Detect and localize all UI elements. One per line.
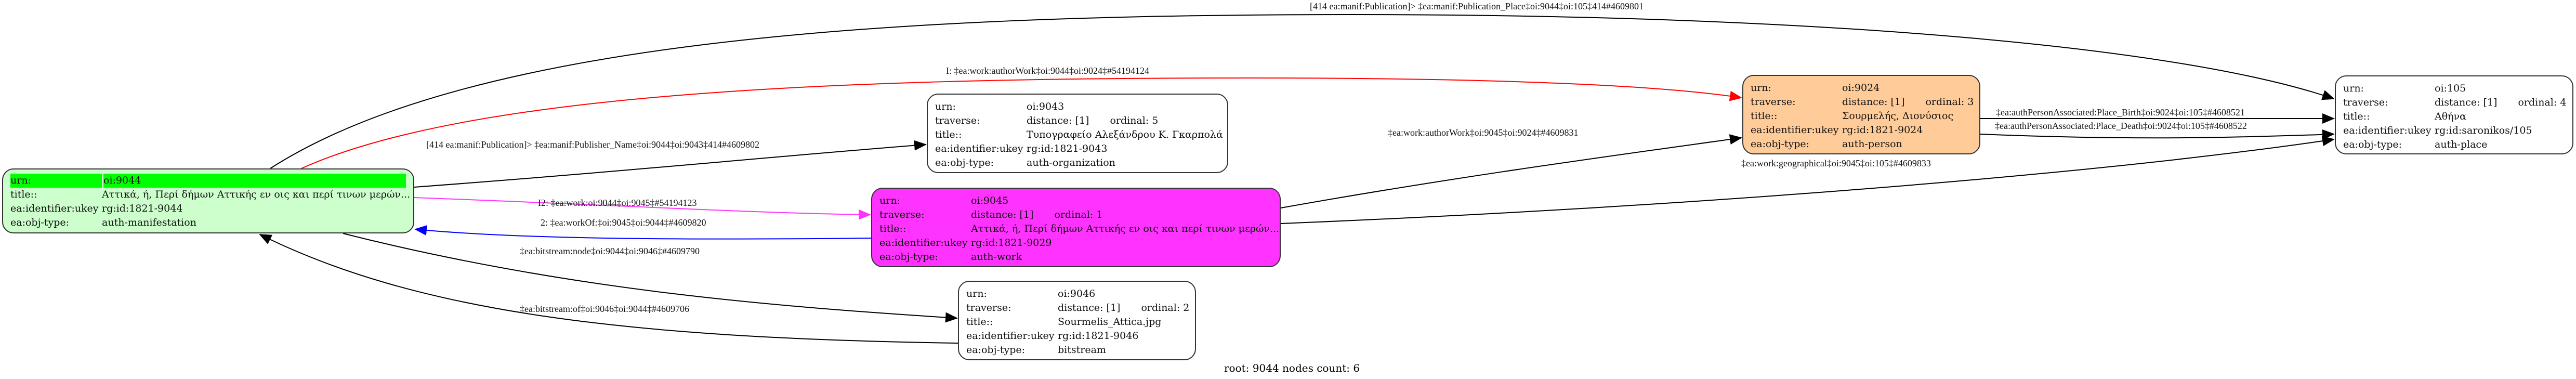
node-row-type: ea:obj-type:bitstream <box>966 344 1106 356</box>
node-row-traverse: traverse:distance: [1]ordinal: 2 <box>966 302 1190 313</box>
node-row-traverse: traverse:distance: [1]ordinal: 1 <box>879 209 1103 220</box>
edge-bitstream-node <box>343 233 958 323</box>
node-9045[interactable]: urn:oi:9045 traverse:distance: [1]ordina… <box>871 188 1281 267</box>
node-9043[interactable]: urn:oi:9043 traverse:distance: [1]ordina… <box>927 94 1228 173</box>
node-row-traverse: traverse:distance: [1]ordinal: 4 <box>2343 97 2567 108</box>
node-9046[interactable]: urn:oi:9046 traverse:distance: [1]ordina… <box>958 281 1196 360</box>
node-9024[interactable]: urn:oi:9024 traverse:distance: [1]ordina… <box>1742 75 1980 154</box>
edge-author-work-red <box>301 77 1742 169</box>
edge-label-work-9045: I2: ‡ea:work:oi:9044‡oi:9045‡#54194123 <box>538 198 697 208</box>
node-row-title: title::Τυπογραφείο Αλεξάνδρου Κ. Γκαρπολ… <box>935 129 1223 140</box>
edge-label-geographical: ‡ea:work:geographical‡oi:9045‡oi:105‡#46… <box>1741 158 1931 168</box>
edge-geographical <box>1280 136 2335 224</box>
edge-work-magenta <box>414 197 871 220</box>
edge-place-death <box>1980 129 2335 140</box>
edge-label-place-death: ‡ea:authPersonAssociated:Place_Death‡oi:… <box>1995 121 2247 131</box>
edge-label-author-work: I: ‡ea:work:authorWork‡oi:9044‡oi:9024‡#… <box>946 66 1149 76</box>
node-row-title: title::Αττικά, ή, Περί δήμων Αττικής εν … <box>10 189 411 200</box>
node-row-type: ea:obj-type:auth-person <box>1751 138 1902 150</box>
edge-label-work-of: 2: ‡ea:workOf:‡oi:9045‡oi:9044‡#4609820 <box>541 217 706 228</box>
node-row-urn: urn:oi:9024 <box>1751 82 1880 94</box>
edge-work-of-blue <box>414 225 872 240</box>
edge-publication-place <box>270 14 2335 169</box>
edge-label-publication-place: [414 ea:manif:Publication]> ‡ea:manif:Pu… <box>1310 1 1644 11</box>
node-row-title: title::Sourmelis_Attica.jpg <box>966 316 1162 328</box>
node-9044[interactable]: urn:oi:9044 title::Αττικά, ή, Περί δήμων… <box>2 168 414 233</box>
node-row-title: title::Αθήνα <box>2343 111 2466 122</box>
node-row-traverse: traverse:distance: [1]ordinal: 5 <box>935 115 1159 126</box>
edge-label-place-birth: ‡ea:authPersonAssociated:Place_Birth‡oi:… <box>1996 107 2245 117</box>
node-row-traverse: traverse:distance: [1]ordinal: 3 <box>1751 96 1974 108</box>
node-105[interactable]: urn:oi:105 traverse:distance: [1]ordinal… <box>2335 75 2573 154</box>
edge-label-bitstream-node: ‡ea:bitstream:node‡oi:9044‡oi:9046‡#4609… <box>520 246 700 256</box>
edge-publisher <box>414 140 927 188</box>
node-row-urn: urn:oi:9044 <box>10 174 406 188</box>
edge-label-author-work-9045: ‡ea:work:authorWork‡oi:9045‡oi:9024‡#460… <box>1388 127 1579 138</box>
node-row-urn: urn:oi:9045 <box>879 195 1009 206</box>
node-row-title: title::Σουρμελής, Διονύσιος <box>1751 110 1954 122</box>
node-row-type: ea:obj-type:auth-place <box>2343 139 2488 150</box>
edge-author-work-9045 <box>1280 134 1742 208</box>
graph-footer: root: 9044 nodes count: 6 <box>1224 362 1360 374</box>
node-row-urn: urn:oi:9043 <box>935 101 1064 112</box>
edge-label-publisher: [414 ea:manif:Publication]> ‡ea:manif:Pu… <box>426 139 760 150</box>
node-row-urn: urn:oi:9046 <box>966 288 1096 299</box>
node-row-type: ea:obj-type:auth-manifestation <box>10 217 196 228</box>
node-row-type: ea:obj-type:auth-organization <box>935 157 1115 168</box>
node-row-title: title::Αττικά, ή, Περί δήμων Αττικής εν … <box>879 223 1280 234</box>
edge-bitstream-of <box>259 234 958 344</box>
node-row-type: ea:obj-type:auth-work <box>879 251 1022 263</box>
edge-label-bitstream-of: ‡ea:bitstream:of‡oi:9046‡oi:9044‡#460970… <box>520 304 689 314</box>
node-row-urn: urn:oi:105 <box>2343 83 2466 94</box>
